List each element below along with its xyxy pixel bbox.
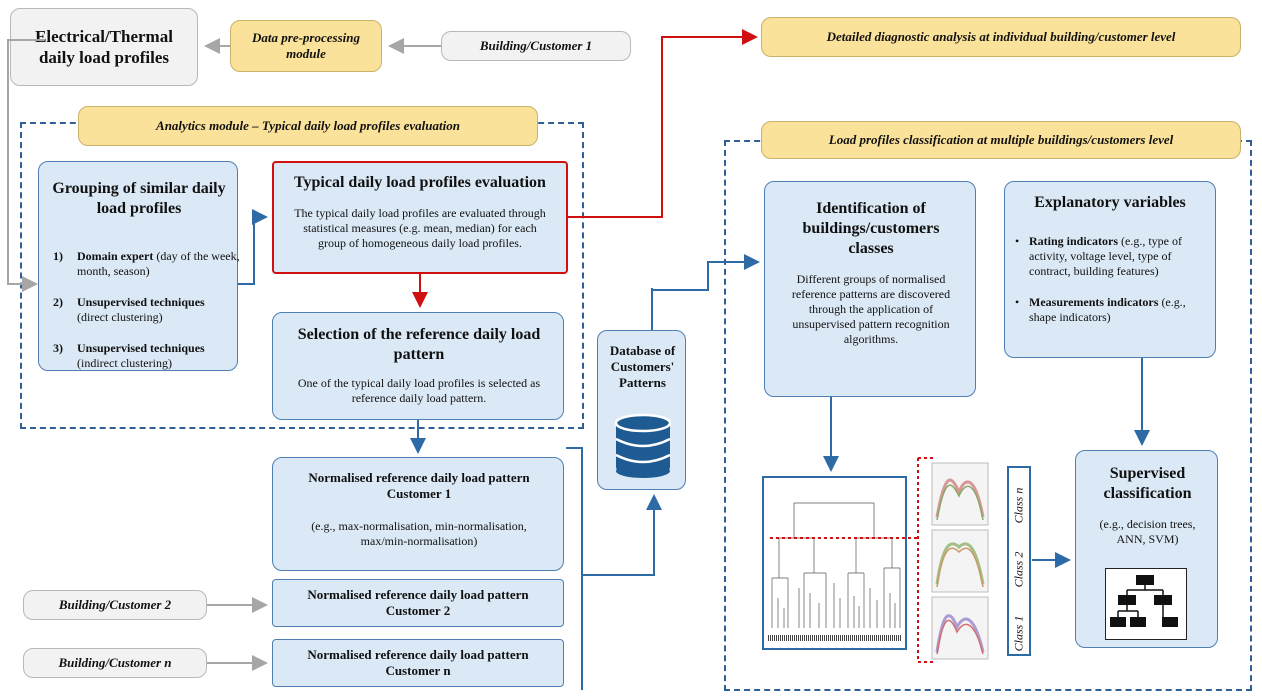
analytics-module-title: Analytics module – Typical daily load pr… [156, 118, 460, 133]
explanatory-item-1-bold: Rating indicators [1029, 234, 1119, 248]
cluster-thumbnails [931, 462, 989, 660]
decision-tree-icon [1105, 568, 1187, 640]
elec-thermal-profiles-box: Electrical/Thermal daily load profiles [10, 8, 198, 86]
building-customer-1-box: Building/Customer 1 [441, 31, 631, 61]
building-customer-2-box: Building/Customer 2 [23, 590, 207, 620]
identification-text: Different groups of normalised reference… [791, 272, 951, 346]
preprocessing-module-box: Data pre-processing module [230, 20, 382, 72]
class-label-n: Class n [1011, 487, 1026, 524]
grouping-item-3-num: 3) [53, 341, 63, 355]
grouping-item-3-bold: Unsupervised techniques [77, 341, 205, 355]
explanatory-item-2-rest: (e.g., shape indicators) [1029, 295, 1186, 324]
grouping-box: Grouping of similar daily load profiles … [38, 161, 240, 371]
explanatory-item-2: • Measurements indicators (e.g., shape i… [1015, 295, 1186, 324]
building-customer-n-label: Building/Customer n [58, 655, 172, 670]
class-label-2: Class 2 [1011, 551, 1026, 588]
dendrogram-image [762, 476, 907, 650]
grouping-item-2-rest: (direct clustering) [77, 310, 163, 324]
normalised-cn-box: Normalised reference daily load pattern … [272, 639, 564, 687]
diagnostic-analysis-label: Detailed diagnostic analysis at individu… [826, 29, 1176, 44]
grouping-item-2-bold: Unsupervised techniques [77, 295, 205, 309]
elec-thermal-label: Electrical/Thermal daily load profiles [35, 27, 173, 67]
selection-text: One of the typical daily load profiles i… [297, 376, 541, 405]
supervised-box: Supervised classification (e.g., decisio… [1075, 450, 1218, 648]
typical-profiles-box: Typical daily load profiles evaluation T… [272, 161, 568, 274]
normalised-c1-text: (e.g., max-normalisation, min-normalisat… [311, 519, 527, 548]
building-customer-n-box: Building/Customer n [23, 648, 207, 678]
explanatory-box: Explanatory variables • Rating indicator… [1004, 181, 1216, 358]
identification-title: Identification of buildings/customers cl… [802, 200, 940, 257]
explanatory-title: Explanatory variables [1034, 194, 1186, 211]
database-icon [614, 413, 672, 478]
selection-box: Selection of the reference daily load pa… [272, 312, 564, 420]
building-customer-2-label: Building/Customer 2 [58, 597, 172, 612]
building-customer-1-label: Building/Customer 1 [479, 38, 593, 53]
classification-title-box: Load profiles classification at multiple… [761, 121, 1241, 159]
grouping-item-2-num: 2) [53, 295, 63, 309]
typical-profiles-text: The typical daily load profiles are eval… [294, 206, 546, 250]
grouping-item-1-bold: Domain expert [77, 249, 154, 263]
class-labels-box: Class n Class 2 Class 1 [1007, 466, 1031, 656]
explanatory-item-1-rest: (e.g., type of activity, voltage level, … [1029, 234, 1182, 278]
database-title: Database of Customers' Patterns [609, 343, 676, 390]
analytics-module-title-box: Analytics module – Typical daily load pr… [78, 106, 538, 146]
explanatory-item-1: • Rating indicators (e.g., type of activ… [1015, 234, 1182, 278]
selection-title: Selection of the reference daily load pa… [297, 326, 541, 363]
normalised-c1-box: Normalised reference daily load pattern … [272, 457, 564, 571]
grouping-title: Grouping of similar daily load profiles [52, 180, 226, 217]
diagnostic-analysis-box: Detailed diagnostic analysis at individu… [761, 17, 1241, 57]
grouping-item-1-rest: (day of the week, month, season) [77, 249, 240, 278]
class-label-1: Class 1 [1011, 615, 1026, 652]
typical-profiles-title: Typical daily load profiles evaluation [294, 174, 546, 191]
normalised-cn-title: Normalised reference daily load pattern … [307, 647, 529, 678]
normalised-c2-box: Normalised reference daily load pattern … [272, 579, 564, 627]
normalised-c2-title: Normalised reference daily load pattern … [307, 587, 529, 618]
database-box: Database of Customers' Patterns [597, 330, 686, 490]
grouping-item-1-num: 1) [53, 249, 63, 263]
explanatory-item-2-bold: Measurements indicators [1029, 295, 1159, 309]
supervised-title: Supervised classification [1103, 465, 1192, 502]
preprocessing-label: Data pre-processing module [252, 30, 360, 61]
classification-title: Load profiles classification at multiple… [828, 132, 1174, 147]
grouping-item-3-rest: (indirect clustering) [77, 356, 172, 370]
supervised-text: (e.g., decision trees, ANN, SVM) [1099, 517, 1196, 546]
identification-box: Identification of buildings/customers cl… [764, 181, 976, 397]
normalised-c1-title: Normalised reference daily load pattern … [308, 470, 530, 501]
